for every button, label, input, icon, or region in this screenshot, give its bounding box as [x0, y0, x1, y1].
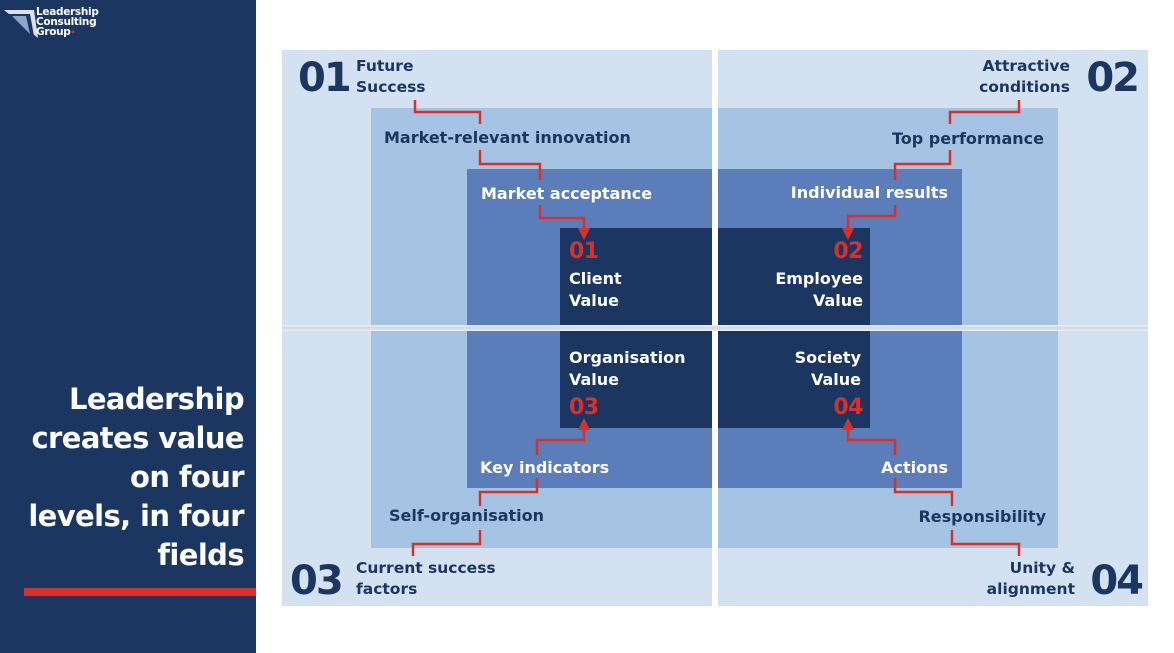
logo-mark-icon: [4, 10, 38, 38]
logo-line-3: Group•: [36, 27, 99, 38]
sidebar: Leadership Consulting Group• Leadership …: [0, 0, 256, 653]
field-label-04-line-1: Unity &: [1009, 559, 1075, 577]
value-label-01: Client Value: [569, 268, 622, 312]
field-label-04: Unity & alignment: [987, 558, 1075, 600]
level-3-label-03: Key indicators: [480, 458, 610, 477]
field-label-03: Current success factors: [356, 558, 496, 600]
headline-line-1: Leadership: [68, 382, 245, 416]
level-2-label-02: Top performance: [891, 129, 1044, 148]
level-2-label-01: Market-relevant innovation: [384, 128, 631, 147]
field-number-01: 01: [298, 55, 352, 101]
value-number-03: 03: [569, 395, 599, 420]
headline-line-5: fields: [157, 538, 244, 572]
value-number-01: 01: [569, 239, 599, 264]
level-3-label-02: Individual results: [790, 183, 948, 202]
level-3-label-04: Actions: [881, 458, 948, 477]
value-label-03-line-1: Organisation: [569, 348, 686, 367]
logo-red-dot: •: [70, 28, 76, 37]
accent-bar: [24, 588, 256, 596]
headline-line-2: creates value: [31, 421, 244, 455]
logo-line-1: Leadership: [36, 6, 99, 18]
slide-headline: Leadership creates value on four levels,…: [4, 380, 244, 575]
headline-line-3: on four: [130, 460, 245, 494]
horizontal-divider: [282, 325, 1148, 331]
field-label-01-line-2: Success: [356, 78, 426, 96]
value-label-04-line-2: Value: [810, 370, 861, 389]
logo-text: Leadership Consulting Group•: [36, 7, 99, 38]
company-logo[interactable]: Leadership Consulting Group•: [4, 4, 114, 40]
field-label-01-line-1: Future: [356, 57, 414, 75]
level-2-label-04: Responsibility: [918, 507, 1046, 526]
value-label-02: Employee Value: [775, 268, 863, 312]
value-label-01-line-2: Value: [569, 291, 620, 310]
value-label-04-line-1: Society: [794, 348, 861, 367]
value-label-03: Organisation Value: [569, 347, 685, 391]
value-label-02-line-1: Employee: [775, 269, 863, 288]
field-label-02: Attractive conditions: [979, 56, 1070, 98]
level-2-label-03: Self-organisation: [389, 506, 545, 525]
value-number-02: 02: [833, 239, 863, 264]
value-label-04: Society Value: [795, 347, 861, 391]
field-label-03-line-2: factors: [356, 580, 418, 598]
value-number-04: 04: [833, 395, 863, 420]
field-label-03-line-1: Current success: [356, 559, 496, 577]
logo-line-3-text: Group: [36, 26, 71, 38]
field-label-01: Future Success: [356, 56, 426, 98]
value-label-01-line-1: Client: [569, 269, 622, 288]
logo-line-2: Consulting: [36, 16, 97, 28]
headline-line-4: levels, in four: [28, 499, 244, 533]
field-number-04: 04: [1090, 558, 1144, 604]
field-label-02-line-2: conditions: [979, 78, 1070, 96]
field-number-03: 03: [290, 558, 344, 604]
value-label-03-line-2: Value: [569, 370, 620, 389]
field-number-02: 02: [1086, 55, 1140, 101]
level-3-label-01: Market acceptance: [481, 184, 653, 203]
value-label-02-line-2: Value: [812, 291, 863, 310]
field-label-04-line-2: alignment: [986, 580, 1075, 598]
field-label-02-line-1: Attractive: [982, 57, 1070, 75]
